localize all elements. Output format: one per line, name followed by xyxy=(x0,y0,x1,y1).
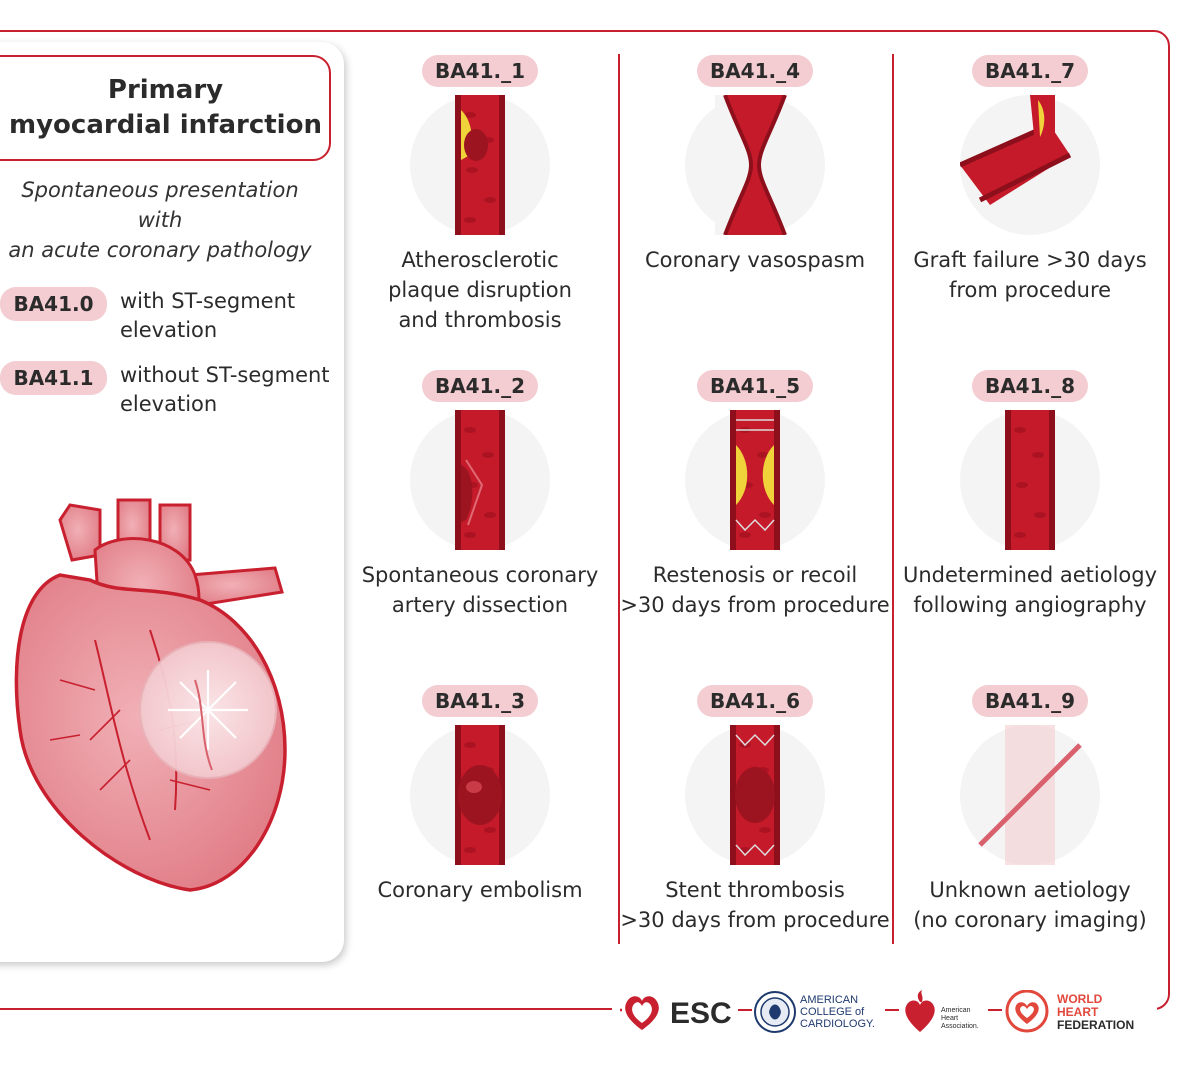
acc-logo-line2: COLLEGE of xyxy=(800,1006,865,1018)
cell-label: Coronary vasospasm xyxy=(620,245,890,275)
cell-label-line: (no coronary imaging) xyxy=(913,908,1147,932)
classification-cell: BA41._1 Atherosclerotic plaque disruption… xyxy=(345,55,615,355)
cell-label-line: Coronary embolism xyxy=(377,878,583,902)
code-badge: BA41._3 xyxy=(422,685,538,717)
code-badge: BA41._6 xyxy=(697,685,813,717)
footer-gap xyxy=(612,995,1157,1035)
classification-cell: BA41._3 Coronary embolism xyxy=(345,685,615,985)
panel-subtitle-line1: Spontaneous presentation with xyxy=(21,178,299,232)
acc-seal-icon xyxy=(754,991,796,1033)
esc-heart-icon xyxy=(625,996,659,1030)
code-description-line1: with ST-segment xyxy=(120,289,296,313)
stent-thrombosis-icon xyxy=(685,725,825,865)
vasospasm-icon xyxy=(685,94,825,236)
cell-label-line: >30 days from procedure xyxy=(620,908,890,932)
code-badge: BA41.1 xyxy=(0,361,107,395)
classification-cell: BA41._5 Restenosis or recoil >30 days fro… xyxy=(620,370,890,670)
cell-label: Unknown aetiology (no coronary imaging) xyxy=(895,875,1165,935)
code-description-line2: elevation xyxy=(120,392,218,416)
code-description: with ST-segment elevation xyxy=(120,287,340,345)
code-badge: BA41._5 xyxy=(697,370,813,402)
cell-label: Coronary embolism xyxy=(345,875,615,905)
code-badge: BA41.0 xyxy=(0,287,107,321)
panel-subtitle: Spontaneous presentation with an acute c… xyxy=(0,175,320,265)
aha-logo-line3: Association. xyxy=(941,1023,979,1030)
society-logos: ESC AMERICAN COLLEGE of CARDIOLOGY. Amer… xyxy=(620,990,1134,1033)
cell-label: Stent thrombosis >30 days from procedure xyxy=(620,875,890,935)
aha-logo-line2: Heart xyxy=(941,1015,958,1022)
cell-label-line: Unknown aetiology xyxy=(929,878,1131,902)
cell-label: Atherosclerotic plaque disruption and thro… xyxy=(345,245,615,335)
code-description: without ST-segment elevation xyxy=(120,361,340,419)
code-badge: BA41._4 xyxy=(697,55,813,87)
graft-failure-icon xyxy=(958,95,1100,235)
cell-label-line: Atherosclerotic xyxy=(401,248,559,272)
classification-cell: BA41._9 Unknown aetiology (no coronary im… xyxy=(895,685,1165,985)
aha-torch-icon xyxy=(905,990,935,1032)
classification-cell: BA41._7 Graft failure >30 days from proce… xyxy=(895,55,1165,355)
panel-title-line1: Primary xyxy=(107,75,224,105)
cell-label-line: Restenosis or recoil xyxy=(652,563,858,587)
cell-label-line: Stent thrombosis xyxy=(665,878,845,902)
code-description-line2: elevation xyxy=(120,318,218,342)
code-badge: BA41._7 xyxy=(972,55,1088,87)
code-description-line1: without ST-segment xyxy=(120,363,330,387)
dissection-icon xyxy=(410,410,550,550)
classification-cell: BA41._2 Spontaneous coronary artery disse… xyxy=(345,370,615,670)
classification-cell: BA41._8 Undetermined aetiology following … xyxy=(895,370,1165,670)
cell-label-line: and thrombosis xyxy=(398,308,562,332)
cell-label-line: Spontaneous coronary xyxy=(361,563,599,587)
acc-logo-line3: CARDIOLOGY. xyxy=(800,1018,875,1030)
cell-label-line: following angiography xyxy=(913,593,1147,617)
code-badge: BA41._9 xyxy=(972,685,1088,717)
panel-title: Primary myocardial infarction xyxy=(0,55,331,161)
code-badge: BA41._1 xyxy=(422,55,538,87)
cell-label: Undetermined aetiology following angiogra… xyxy=(895,560,1165,620)
cell-label: Restenosis or recoil >30 days from proced… xyxy=(620,560,890,620)
cell-label: Spontaneous coronary artery dissection xyxy=(345,560,615,620)
whf-logo-line2: HEART xyxy=(1057,1005,1099,1019)
column-divider xyxy=(892,54,894,944)
outer-frame xyxy=(0,30,1170,1010)
cell-label-line: Undetermined aetiology xyxy=(902,563,1158,587)
normal-artery-icon xyxy=(960,410,1100,550)
cell-label-line: Coronary vasospasm xyxy=(644,248,866,272)
classification-cell: BA41._4 Coronary vasospasm xyxy=(620,55,890,355)
column-divider xyxy=(618,54,620,944)
embolism-icon xyxy=(410,725,550,865)
restenosis-icon xyxy=(685,410,825,550)
cell-label-line: >30 days from procedure xyxy=(620,593,890,617)
code-badge: BA41._2 xyxy=(422,370,538,402)
whf-logo-line3: FEDERATION xyxy=(1057,1018,1134,1032)
code-badge: BA41._8 xyxy=(972,370,1088,402)
unknown-artery-icon xyxy=(960,725,1100,865)
cell-label-line: plaque disruption xyxy=(388,278,572,302)
classification-cell: BA41._6 Stent thrombosis >30 days from pr… xyxy=(620,685,890,985)
whf-heart-icon xyxy=(1005,990,1049,1033)
cell-label: Graft failure >30 days from procedure xyxy=(895,245,1165,305)
panel-subtitle-line2: an acute coronary pathology xyxy=(8,238,312,262)
cell-label-line: Graft failure >30 days xyxy=(913,248,1147,272)
panel-title-line2: myocardial infarction xyxy=(9,110,322,140)
cell-label-line: from procedure xyxy=(948,278,1112,302)
whf-logo-line1: WORLD xyxy=(1057,992,1103,1006)
esc-logo-text: ESC xyxy=(670,997,732,1030)
heart-icon xyxy=(14,498,287,892)
aha-logo-line1: American xyxy=(941,1007,971,1014)
cell-label-line: artery dissection xyxy=(391,593,569,617)
plaque-rupture-icon xyxy=(410,95,550,235)
acc-logo-line1: AMERICAN xyxy=(800,994,858,1006)
